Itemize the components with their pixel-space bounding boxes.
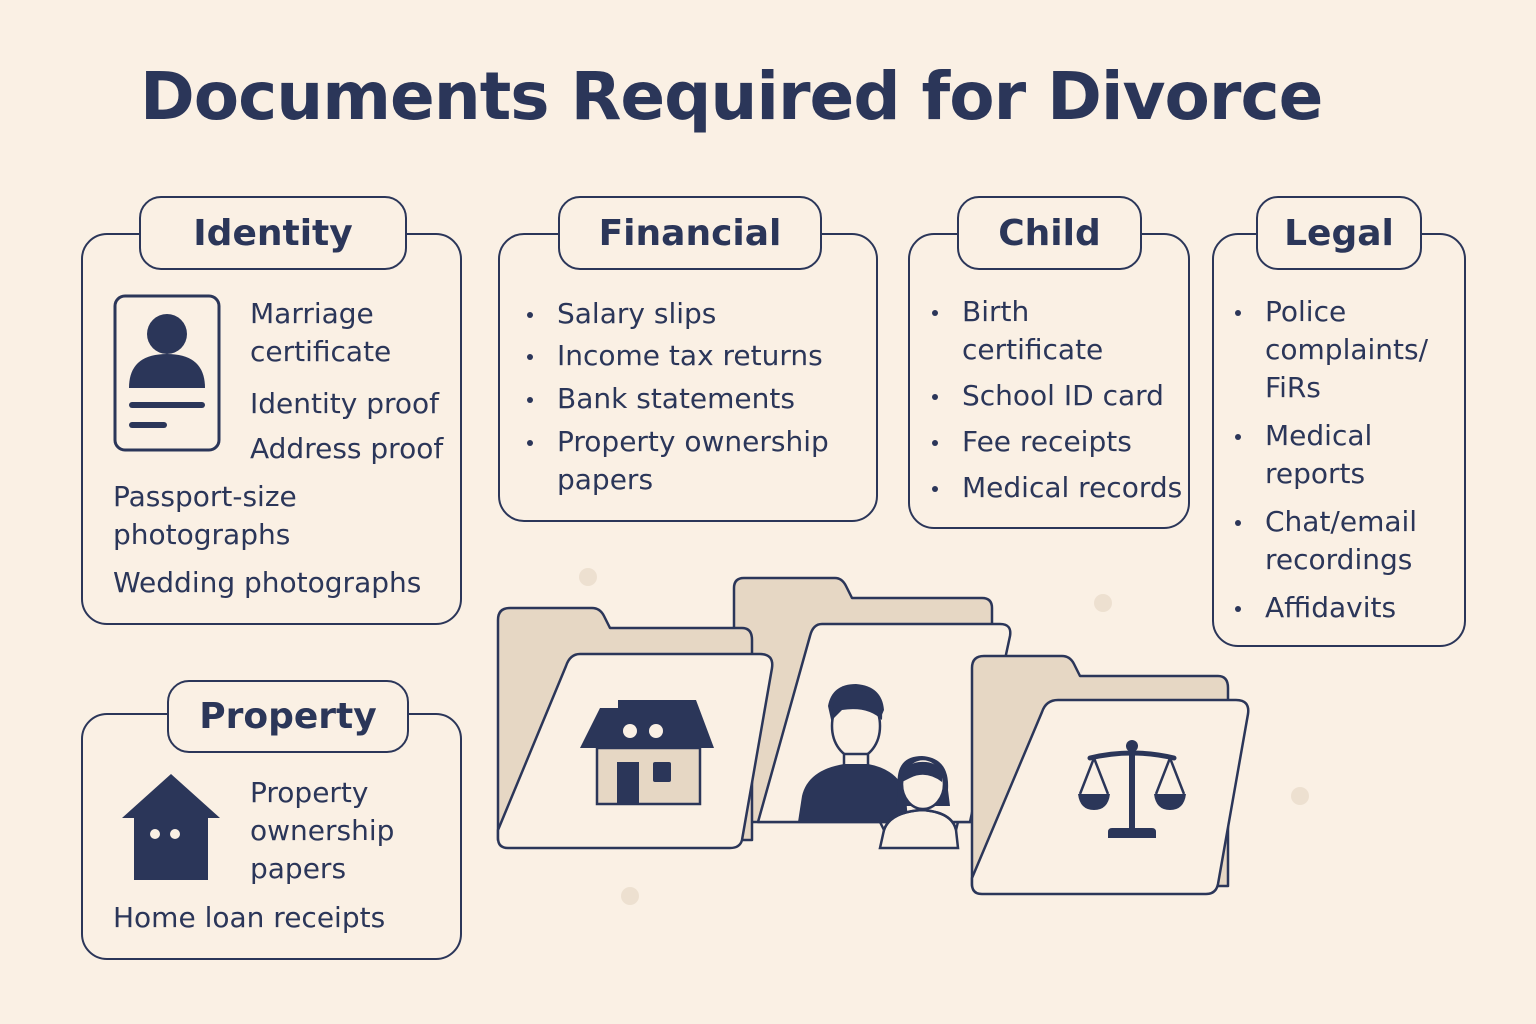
page-title: Documents Required for Divorce (140, 58, 1323, 135)
legal-item: Affidavits (1233, 589, 1463, 627)
identity-item: Wedding photographs (113, 566, 422, 599)
identity-item: Passport-size photographs (113, 480, 297, 551)
financial-item: Bank statements (525, 380, 870, 418)
property-heading: Property (167, 680, 409, 753)
child-card (908, 233, 1190, 529)
decorative-dot (621, 887, 639, 905)
legal-item: Medical reports (1233, 417, 1405, 493)
legal-heading: Legal (1256, 196, 1422, 270)
financial-item: Income tax returns (525, 337, 870, 375)
legal-item: Chat/email recordings (1233, 503, 1455, 579)
identity-card (81, 233, 462, 625)
identity-heading: Identity (139, 196, 407, 270)
legal-card (1212, 233, 1466, 647)
identity-item: Address proof (250, 432, 444, 465)
child-item: Medical records (930, 469, 1182, 507)
financial-card (498, 233, 878, 522)
decorative-dot (579, 568, 597, 586)
child-item: Birth certificate (930, 293, 1122, 369)
identity-item: Marriage certificate (250, 297, 392, 368)
scales-folder-icon (970, 654, 1250, 896)
child-heading: Child (957, 196, 1142, 270)
legal-item: Police complaints/ FiRs (1233, 293, 1455, 407)
id-card-icon (113, 294, 221, 452)
child-item: School ID card (930, 377, 1180, 415)
financial-heading: Financial (558, 196, 822, 270)
child-item: Fee receipts (930, 423, 1180, 461)
legal-list: Police complaints/ FiRs Medical reports … (1233, 293, 1463, 627)
financial-item: Property ownership papers (525, 423, 870, 499)
child-list: Birth certificate School ID card Fee rec… (930, 293, 1182, 507)
financial-list: Salary slips Income tax returns Bank sta… (525, 295, 870, 499)
house-icon (122, 774, 220, 880)
property-item: Property ownership papers (250, 776, 395, 885)
decorative-dot (1094, 594, 1112, 612)
property-item: Home loan receipts (113, 901, 386, 934)
identity-item: Identity proof (250, 387, 439, 420)
financial-item: Salary slips (525, 295, 870, 333)
decorative-dot (1291, 787, 1309, 805)
folders-illustration (496, 576, 1250, 896)
family-folder-icon (732, 576, 1012, 850)
house-folder-icon (496, 606, 774, 850)
